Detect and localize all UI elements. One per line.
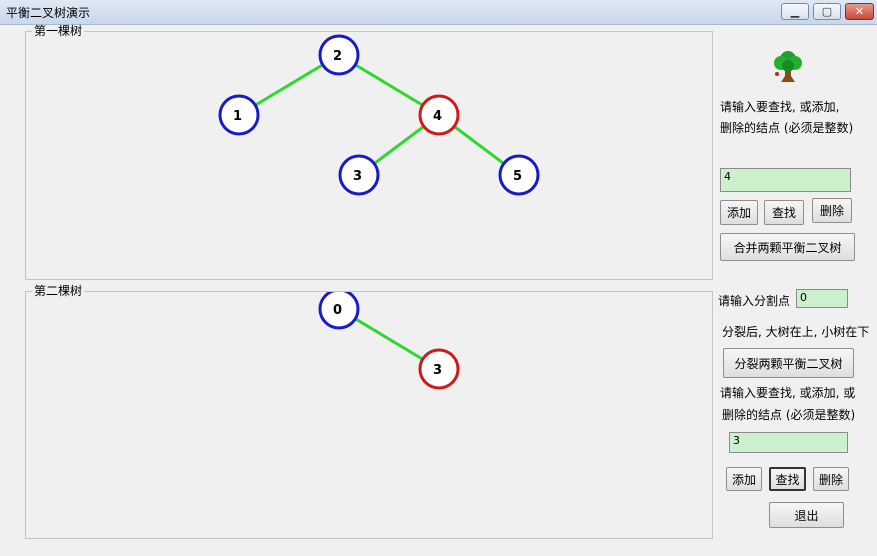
tree1-node-2: 2 <box>318 34 360 76</box>
delete-button-2[interactable]: 删除 <box>813 467 849 491</box>
node-input-1[interactable]: 4 <box>720 168 851 192</box>
tree1-node-circle <box>218 94 260 136</box>
prompt1-line1: 请输入要查找, 或添加, <box>720 100 840 114</box>
prompt1-line2: 删除的结点 (必须是整数) <box>720 121 854 135</box>
maximize-button[interactable]: ▢ <box>813 3 841 20</box>
minimize-button[interactable]: ▁ <box>781 3 809 20</box>
window-title: 平衡二叉树演示 <box>6 6 91 20</box>
find-button-1[interactable]: 查找 <box>764 200 804 225</box>
tree1-node-4: 4 <box>418 94 460 136</box>
tree1-node-label: 5 <box>513 169 522 184</box>
exit-button[interactable]: 退出 <box>769 502 844 528</box>
tree1-node-circle <box>318 34 360 76</box>
tree2-node-0: 0 <box>318 292 360 330</box>
tree1-panel: 第一棵树 2 1 4 3 5 <box>25 25 713 280</box>
tree1-node-circle <box>418 94 460 136</box>
title-bar: 平衡二叉树演示 ▁ ▢ ✕ <box>0 0 877 25</box>
tree2-node-circle <box>318 292 360 330</box>
node-input-2[interactable]: 3 <box>729 432 848 453</box>
tree1-canvas: 2 1 4 3 5 <box>218 34 540 196</box>
tree1-node-label: 1 <box>233 109 242 124</box>
split-prompt: 请输入分割点 <box>718 294 791 308</box>
split-note: 分裂后, 大树在上, 小树在下 <box>722 325 870 339</box>
merge-button[interactable]: 合并两颗平衡二叉树 <box>720 233 855 261</box>
tree2-node-circle <box>418 348 460 390</box>
tree1-node-label: 3 <box>353 169 362 184</box>
add-button-1[interactable]: 添加 <box>720 200 758 225</box>
tree2-node-3: 3 <box>418 348 460 390</box>
tree1-node-circle <box>498 154 540 196</box>
tree-icon <box>774 51 802 82</box>
delete-button-1[interactable]: 删除 <box>812 198 852 223</box>
split-button[interactable]: 分裂两颗平衡二叉树 <box>723 348 854 378</box>
tree1-node-label: 2 <box>333 49 342 64</box>
add-button-2[interactable]: 添加 <box>726 467 762 491</box>
tree1-node-5: 5 <box>498 154 540 196</box>
tree1-node-circle <box>338 154 380 196</box>
tree2-label: 第二棵树 <box>32 284 85 298</box>
tree1-label: 第一棵树 <box>32 24 85 38</box>
close-button[interactable]: ✕ <box>845 3 874 20</box>
tree1-node-3: 3 <box>338 154 380 196</box>
tree1-node-label: 4 <box>433 109 442 124</box>
prompt2-line1: 请输入要查找, 或添加, 或 <box>720 386 856 400</box>
tree2-node-label: 3 <box>433 363 442 378</box>
split-input[interactable]: 0 <box>796 289 848 308</box>
tree2-node-label: 0 <box>333 303 342 318</box>
find-button-2[interactable]: 查找 <box>769 467 806 491</box>
tree2-canvas: 03 <box>318 292 460 390</box>
tree1-node-1: 1 <box>218 94 260 136</box>
prompt2-line2: 删除的结点 (必须是整数) <box>722 408 856 422</box>
